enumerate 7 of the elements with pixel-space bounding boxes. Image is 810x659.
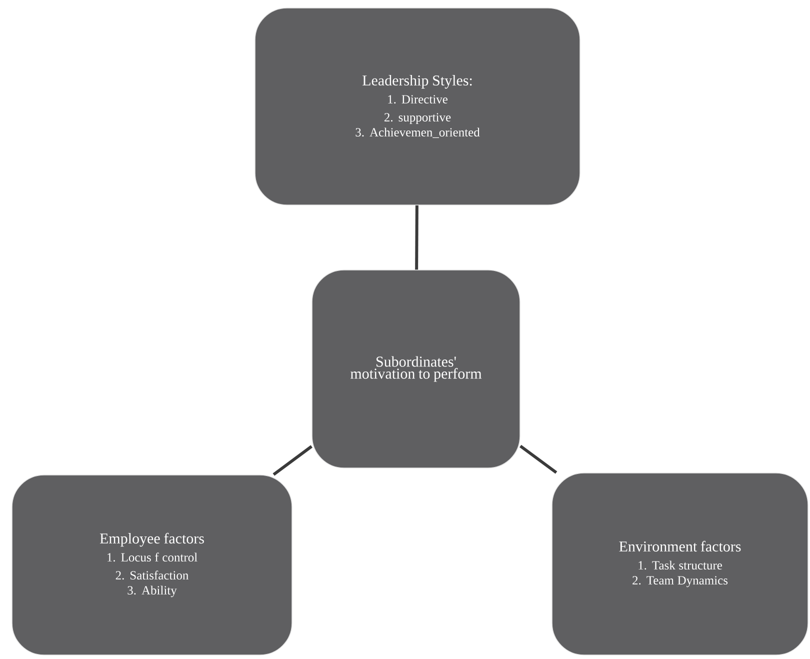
connector-line bbox=[415, 205, 418, 270]
rounded-box: Leadership Styles: 1. Directive 2. supportive 3. Achievemen_oriented bbox=[254, 8, 580, 206]
rounded-box: Employee factors 1. Locus f control 2. Satisfaction 3. Ability bbox=[12, 474, 292, 656]
rounded-box: Subordinates' motivation to perform bbox=[312, 270, 520, 468]
connector-line bbox=[272, 445, 312, 476]
connector-line bbox=[520, 444, 558, 474]
rounded-box: Environment factors 1. Task structure 2. Team Dynamics bbox=[552, 472, 808, 656]
